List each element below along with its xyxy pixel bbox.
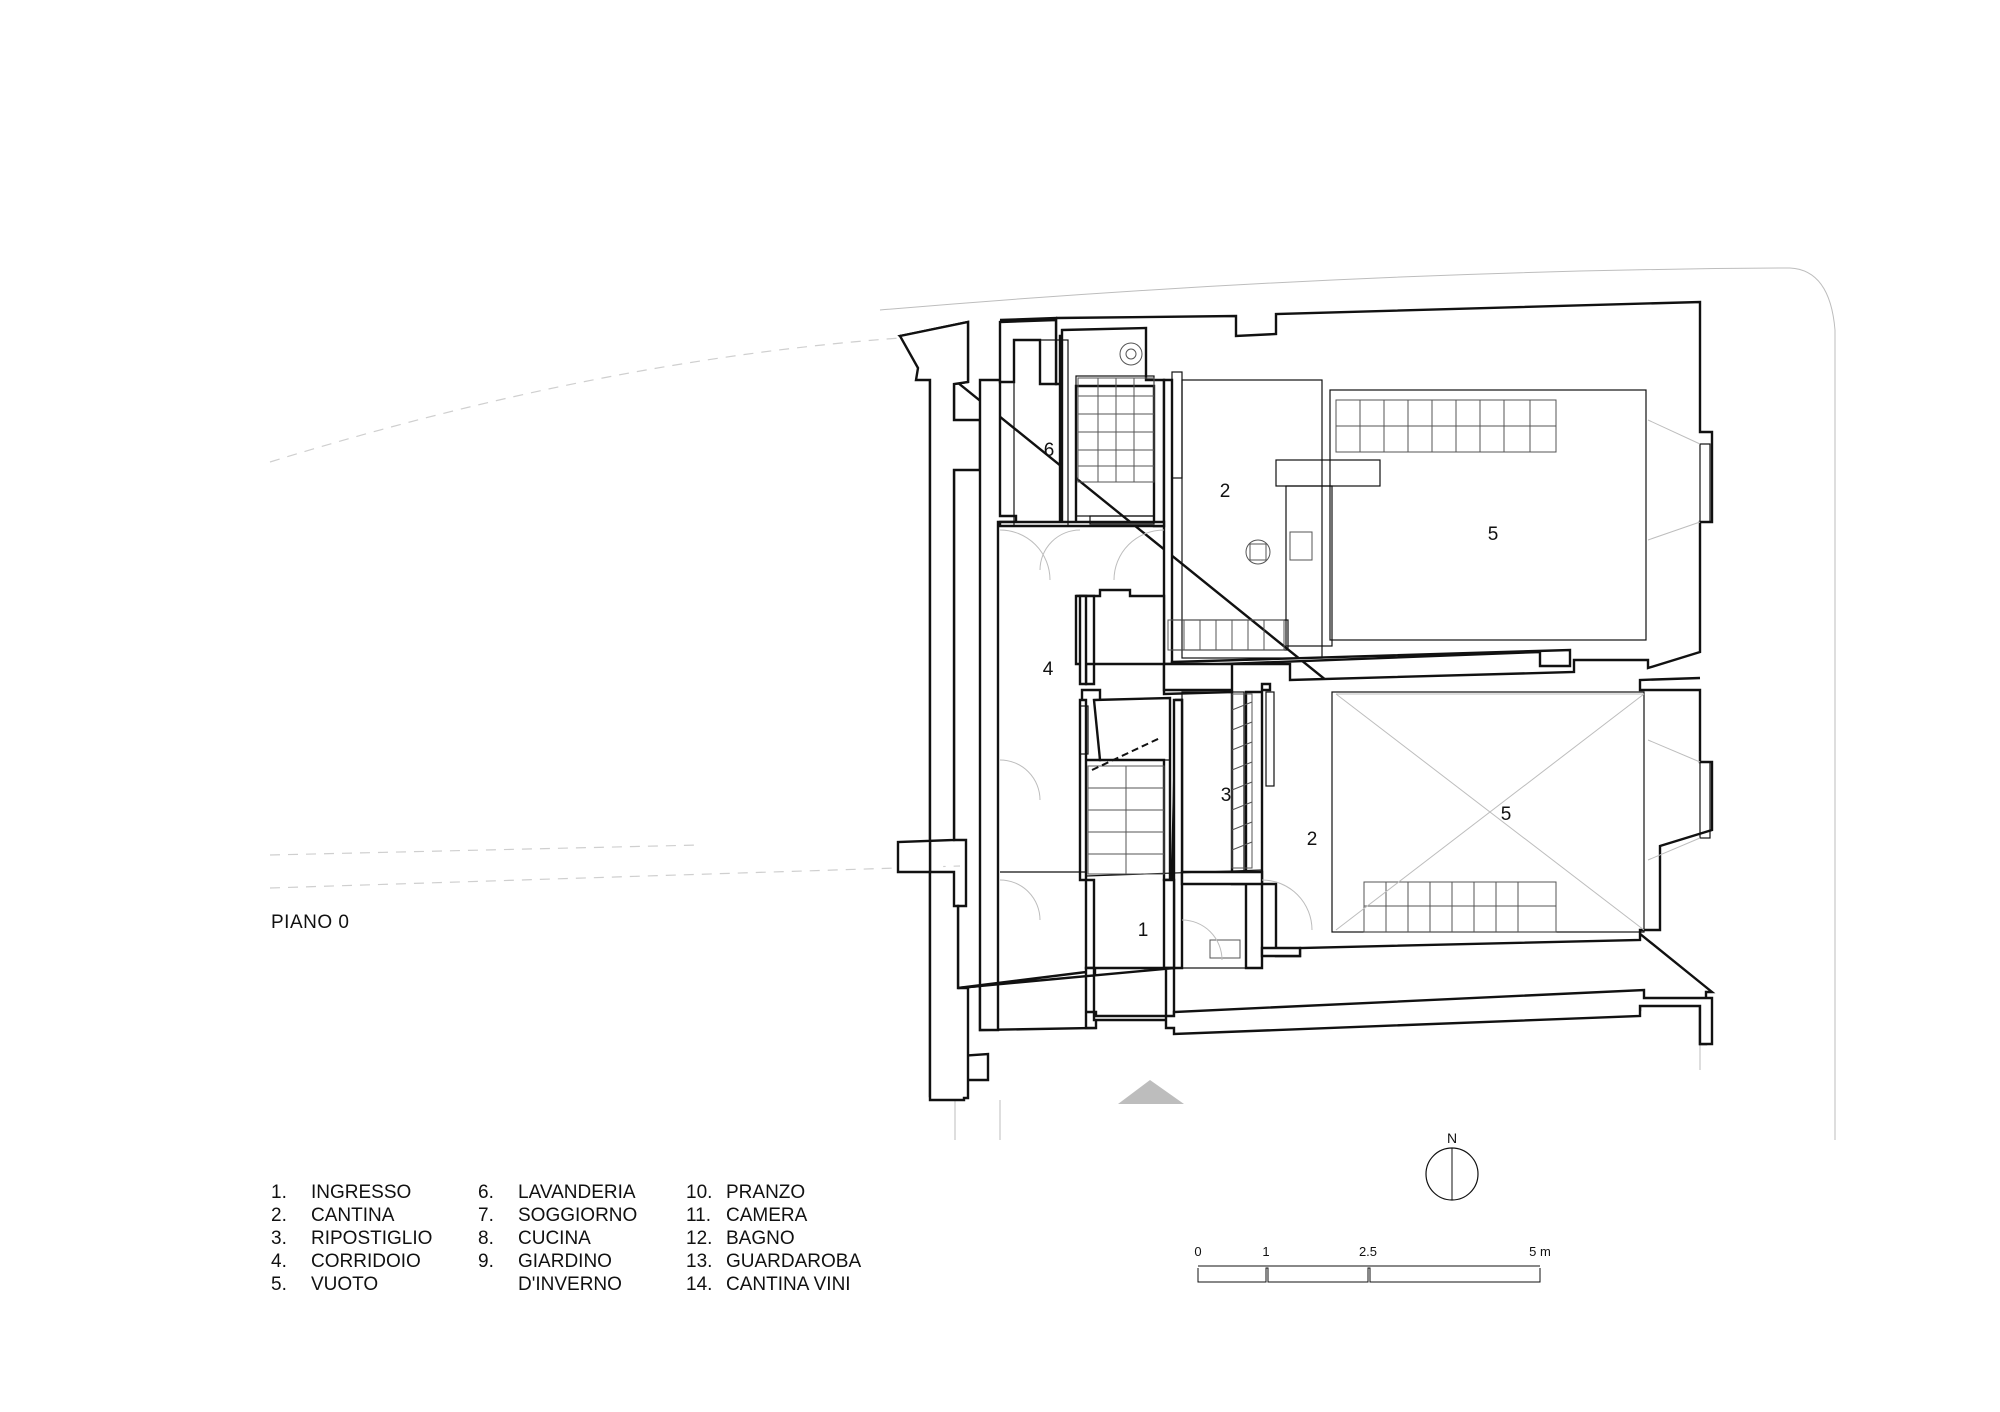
room-label-4: 4: [1043, 659, 1054, 680]
room-label-3: 3: [1221, 785, 1232, 806]
legend-column-2: 6.LAVANDERIA 7.SOGGIORNO 8.CUCINA 9.GIAR…: [478, 1181, 637, 1296]
room-label-5-north: 5: [1488, 524, 1499, 545]
legend-item: 5.VUOTO: [271, 1274, 379, 1295]
legend-item: D'INVERNO: [518, 1274, 622, 1295]
legend-item: 11.CAMERA: [686, 1205, 808, 1226]
scale-label-5m: 5 m: [1529, 1244, 1551, 1259]
room-label-2-north: 2: [1220, 481, 1231, 502]
scale-label-2-5: 2.5: [1359, 1244, 1377, 1259]
legend-item: 2.CANTINA: [271, 1205, 395, 1226]
legend-item: 1.INGRESSO: [271, 1182, 412, 1203]
entrance-triangle-icon: [1118, 1080, 1184, 1104]
legend-column-1: 1.INGRESSO 2.CANTINA 3.RIPOSTIGLIO 4.COR…: [271, 1181, 432, 1296]
stair-south-room-5: [1363, 881, 1557, 933]
stairs: [1077, 342, 1557, 933]
stair-central: [1087, 737, 1165, 875]
legend-column-3: 10.PRANZO 11.CAMERA 12.BAGNO 13.GUARDARO…: [686, 1181, 861, 1296]
legend-item: 6.LAVANDERIA: [478, 1182, 636, 1203]
room-labels: 6 2 5 4 3 5 2 1: [1043, 440, 1512, 941]
scale-bar: 0 1 2.5 5 m: [1194, 1244, 1551, 1283]
building-walls: [897, 300, 1716, 1098]
legend-item: 8.CUCINA: [478, 1228, 591, 1249]
room-label-1: 1: [1138, 920, 1149, 941]
east-windows: [1647, 419, 1711, 861]
legend-item: 4.CORRIDOIO: [271, 1251, 421, 1272]
legend-item: 14.CANTINA VINI: [686, 1274, 851, 1295]
shelving-room-3: [1231, 693, 1253, 869]
scale-label-1: 1: [1262, 1244, 1269, 1259]
legend-item: 9.GIARDINO: [478, 1251, 612, 1272]
stair-north-room-5: [1335, 399, 1557, 453]
legend-item: 12.BAGNO: [686, 1228, 795, 1249]
room-label-2-south: 2: [1307, 829, 1318, 850]
void-markings: [1335, 693, 1645, 931]
door-swings: [999, 529, 1313, 961]
scale-label-0: 0: [1194, 1244, 1201, 1259]
legend-item: 13.GUARDAROBA: [686, 1251, 862, 1272]
north-label: N: [1447, 1130, 1457, 1146]
stair-laundry: [1077, 342, 1155, 483]
legend-item: 7.SOGGIORNO: [478, 1205, 638, 1226]
plan-title: PIANO 0: [271, 912, 350, 933]
furniture: [1209, 531, 1313, 959]
north-arrow-icon: N: [1425, 1130, 1479, 1201]
room-label-6: 6: [1044, 440, 1055, 461]
legend-item: 10.PRANZO: [686, 1182, 806, 1203]
room-label-5-south: 5: [1501, 804, 1512, 825]
legend-item: 3.RIPOSTIGLIO: [271, 1228, 433, 1249]
rack-room-2-north: [1167, 619, 1285, 651]
